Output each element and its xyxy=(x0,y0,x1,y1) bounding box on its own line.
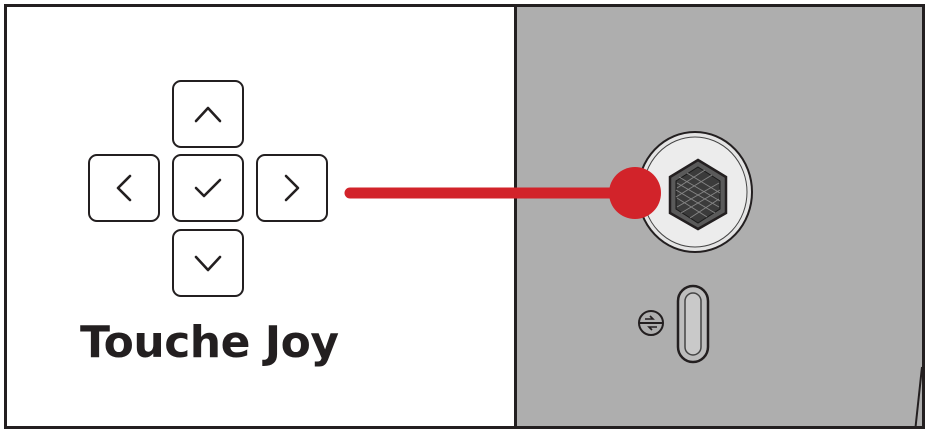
chevron-down-icon xyxy=(194,255,222,272)
power-button[interactable] xyxy=(676,284,710,364)
joy-key-panel: Touche Joy xyxy=(7,7,514,426)
key-left[interactable] xyxy=(88,154,160,222)
chevron-left-icon xyxy=(116,174,132,202)
key-down[interactable] xyxy=(172,229,244,297)
key-ok[interactable] xyxy=(172,154,244,222)
caption-label: Touche Joy xyxy=(80,317,339,368)
pointer-indicator xyxy=(344,167,661,219)
panel-divider xyxy=(514,7,517,426)
checkmark-icon xyxy=(194,178,222,198)
key-right[interactable] xyxy=(256,154,328,222)
power-toggle-icon xyxy=(638,310,664,336)
chevron-up-icon xyxy=(194,106,222,123)
monitor-edge-detail xyxy=(914,366,922,426)
key-up[interactable] xyxy=(172,80,244,148)
joystick-knob-icon[interactable] xyxy=(668,158,728,231)
chevron-right-icon xyxy=(284,174,300,202)
diagram-frame: Touche Joy xyxy=(4,4,925,429)
diagram-overlay xyxy=(344,131,922,426)
